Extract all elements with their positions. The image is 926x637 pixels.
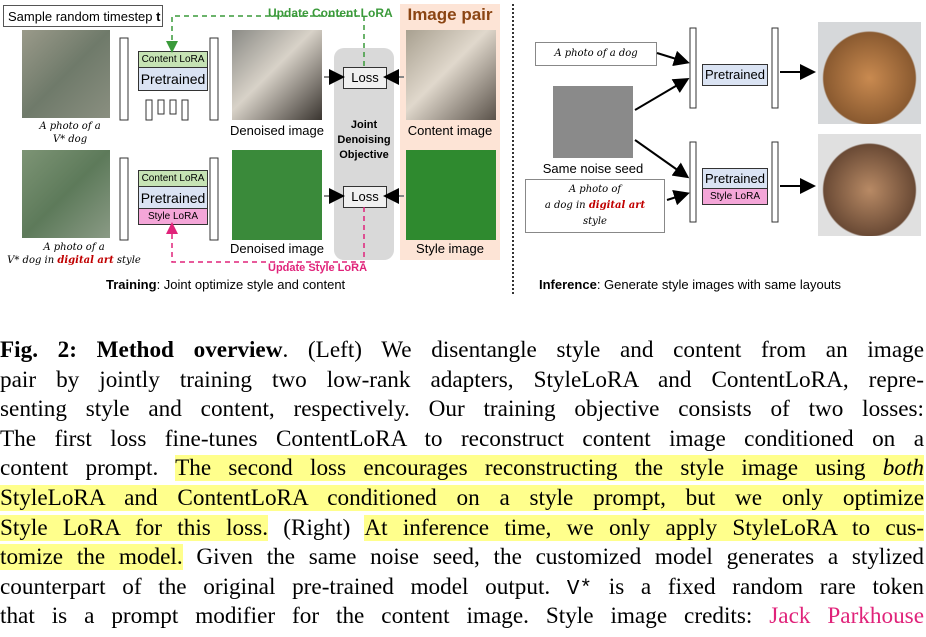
noisy-style-input-image	[22, 150, 110, 238]
sample-timestep-t: t	[156, 9, 161, 24]
denoised-content-image	[232, 30, 322, 120]
style-prompt-line-2: V* dog in digital art style	[4, 254, 144, 267]
inference-prompt-2: A photo of a dog in digital art style	[525, 179, 665, 233]
inference-top-pretrained: Pretrained	[702, 64, 768, 86]
caption-line-4: The first loss fine-tunes ContentLoRA to…	[0, 425, 924, 452]
inference-prompt-2-line-3: style	[583, 216, 607, 227]
training-caption-rest: : Joint optimize style and content	[156, 277, 346, 292]
joint-line-3: Objective	[339, 149, 389, 161]
caption-highlight-6: StyleLoRA and ContentLoRA conditioned on…	[0, 484, 924, 511]
sample-timestep-box: Sample random timestep t	[3, 5, 163, 27]
content-loss-box: Loss	[343, 67, 387, 89]
style-prompt-part-a: V* dog in	[7, 255, 58, 266]
inference-prompt-2-part-a: a dog in	[544, 200, 589, 211]
method-overview-figure: Sample random timestep t Update Content …	[0, 0, 926, 300]
inference-prompt-2-line-1: A photo of	[568, 184, 622, 195]
shared-noise-image	[553, 86, 633, 158]
style-prompt: A photo of a V* dog in digital art style	[4, 241, 144, 267]
inference-unet-bars	[689, 27, 779, 223]
caption-line-6: StyleLoRA and ContentLoRA conditioned on…	[0, 484, 924, 514]
style-credit-link[interactable]: Jack Parkhouse	[769, 603, 924, 630]
prompt1-arrow	[656, 50, 690, 67]
top-unet-bars	[119, 37, 219, 121]
prompt2-arrow	[666, 189, 690, 206]
joint-objective-label: Joint Denoising Objective	[334, 118, 394, 163]
sample-timestep-label: Sample random timestep	[8, 9, 153, 24]
caption-line-5: content prompt. The second loss encourag…	[0, 454, 924, 484]
content-image	[406, 30, 496, 120]
joint-line-2: Denoising	[337, 134, 391, 146]
caption-text-5a: content prompt.	[0, 455, 176, 482]
caption-highlight-7a: Style LoRA for this loss.	[0, 514, 268, 541]
style-prompt-line-1: A photo of a	[43, 242, 105, 253]
content-prompt-line-1: A photo of a	[39, 121, 101, 132]
caption-text-1: . (Left) We disentangle style and conten…	[282, 337, 924, 363]
inference-caption: Inference: Generate style images with sa…	[539, 277, 841, 292]
caption-line-2: pair by jointly training two low-rank ad…	[0, 366, 924, 393]
denoised-content-caption: Denoised image	[230, 123, 324, 138]
caption-text-7b: (Right)	[268, 514, 365, 541]
bottom-unet-pretrained: Pretrained	[138, 186, 208, 210]
caption-text-8b: Given the same noise seed, the customize…	[182, 544, 924, 571]
caption-highlight-5c: both	[882, 455, 924, 482]
caption-line-3: senting style and content, respectively.…	[0, 396, 924, 423]
section-divider	[512, 4, 514, 294]
update-content-lora-label: Update Content LoRA	[268, 6, 393, 20]
caption-line-9: counterpart of the original pre-trained …	[0, 573, 924, 603]
update-content-path	[166, 15, 365, 66]
inference-prompt-2-line-2: a dog in digital art	[526, 198, 664, 214]
caption-line-7: Style LoRA for this loss. (Right) At inf…	[0, 514, 925, 544]
update-style-path	[166, 207, 365, 263]
training-caption: Training: Joint optimize style and conte…	[106, 277, 345, 292]
caption-title: Method overview	[96, 337, 283, 363]
inference-bottom-pretrained: Pretrained	[702, 168, 768, 190]
caption-highlight-7c: At inference time, we only apply StyleLo…	[364, 514, 925, 541]
top-unet-pretrained: Pretrained	[138, 67, 208, 91]
inference-prompt-2-part-b: digital art	[588, 200, 646, 211]
inference-bottom-style-lora: Style LoRA	[702, 188, 768, 205]
inference-output-stylized	[818, 134, 921, 236]
style-image-caption: Style image	[416, 241, 484, 256]
inference-output-original	[818, 22, 921, 124]
caption-highlight-8a: tomize the model.	[0, 544, 183, 571]
style-prompt-part-c: style	[113, 255, 141, 266]
denoised-style-image	[232, 150, 322, 240]
caption-line-1: Fig. 2: Method overview. (Left) We disen…	[0, 336, 924, 366]
caption-text-10a: that is a prompt modifier for the conten…	[0, 603, 770, 630]
caption-text-9c: is a fixed random rare token	[592, 573, 924, 600]
noisy-content-input-image	[22, 30, 110, 118]
image-pair-title: Image pair	[407, 5, 493, 24]
noise-to-bottom-arrow	[634, 139, 690, 179]
content-prompt: A photo of a V* dog	[20, 120, 120, 146]
denoised-style-caption: Denoised image	[230, 241, 324, 256]
caption-highlight-5b: The second loss encourages reconstructin…	[175, 455, 883, 482]
inference-prompt-1: A photo of a dog	[535, 42, 657, 66]
caption-line-10: that is a prompt modifier for the conten…	[0, 602, 924, 632]
joint-line-1: Joint	[350, 119, 378, 131]
caption-token-v: V*	[566, 577, 593, 601]
caption-text-9a: counterpart of the original pre-trained …	[0, 573, 567, 600]
inference-caption-bold: Inference	[539, 277, 597, 292]
inference-caption-rest: : Generate style images with same layout…	[596, 277, 842, 292]
content-image-caption: Content image	[407, 123, 493, 138]
style-image	[406, 150, 496, 240]
noise-to-top-arrow	[634, 77, 690, 111]
figure-caption: Fig. 2: Method overview. (Left) We disen…	[0, 336, 925, 632]
update-style-lora-label: Update Style LoRA	[268, 262, 368, 274]
content-prompt-line-2: V* dog	[52, 134, 88, 145]
caption-fig-label: Fig. 2:	[0, 337, 77, 363]
bottom-unet-bars	[119, 157, 219, 241]
figure-connectors	[119, 15, 816, 263]
same-noise-caption: Same noise seed	[542, 161, 644, 176]
training-caption-bold: Training	[106, 277, 157, 292]
caption-line-8: tomize the model. Given the same noise s…	[0, 543, 924, 573]
style-prompt-part-b: digital art	[57, 255, 114, 266]
